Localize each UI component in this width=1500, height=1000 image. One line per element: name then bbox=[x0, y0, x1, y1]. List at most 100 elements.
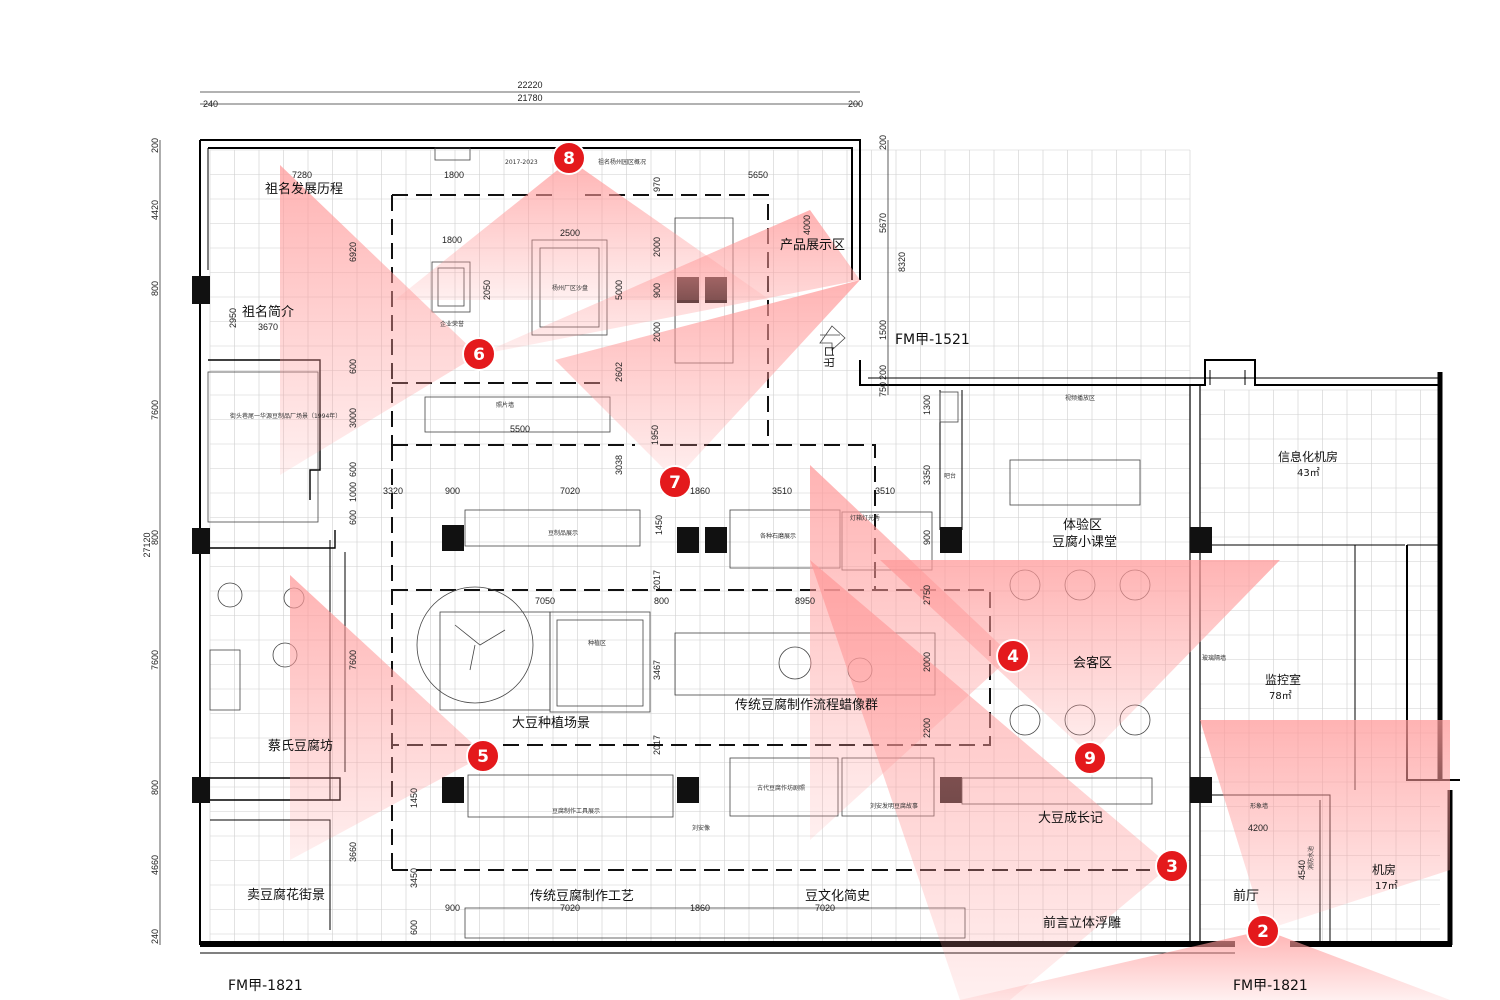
label-seed-area: 种植区 bbox=[588, 639, 606, 647]
viewpoint-marker-8: 8 bbox=[552, 141, 586, 175]
marker-number: 7 bbox=[669, 473, 681, 493]
dim-3038: 3038 bbox=[614, 455, 624, 475]
marker-number: 5 bbox=[477, 747, 489, 767]
dim-900a: 900 bbox=[652, 283, 662, 298]
label-water: 消防水池 bbox=[1307, 846, 1315, 870]
label-soy-products: 豆制品展示 bbox=[548, 529, 578, 537]
dim-5000: 5000 bbox=[614, 280, 624, 300]
dim-3450: 3450 bbox=[409, 868, 419, 888]
dim-right-5: 750 bbox=[878, 382, 888, 397]
room-monitor: 监控室 bbox=[1265, 672, 1301, 687]
dim-top-left: 240 bbox=[203, 99, 218, 109]
dim-right-2: 8320 bbox=[897, 252, 907, 272]
marker-circle bbox=[462, 337, 496, 371]
room-soy-growth: 大豆成长记 bbox=[1038, 811, 1103, 826]
viewpoint-marker-5: 5 bbox=[466, 739, 500, 773]
dim-800: 800 bbox=[654, 596, 669, 606]
viewpoint-markers: 2 3 4 5 6 7 8 9 bbox=[462, 141, 1280, 948]
marker-circle bbox=[658, 465, 692, 499]
marker-number: 3 bbox=[1166, 857, 1178, 877]
room-cai-tofu: 蔡氏豆腐坊 bbox=[268, 739, 333, 754]
label-wall-cab: 形象墙 bbox=[1250, 802, 1268, 810]
dim-3670: 3670 bbox=[258, 322, 278, 332]
dim-left-5: 7600 bbox=[150, 650, 160, 670]
room-soy-planting: 大豆种植场景 bbox=[512, 716, 590, 731]
dim-7600: 7600 bbox=[348, 650, 358, 670]
dim-2000c: 2000 bbox=[922, 652, 932, 672]
room-monitor-area: 78㎡ bbox=[1269, 690, 1292, 702]
marker-number: 2 bbox=[1257, 922, 1269, 942]
label-liu-an: 刘安像 bbox=[692, 824, 710, 832]
dim-3467: 3467 bbox=[652, 660, 662, 680]
dim-5500: 5500 bbox=[510, 424, 530, 434]
label-sandtable: 杨州厂区沙盘 bbox=[552, 284, 588, 292]
dimension-lines: 22220 21780 240 200 27120 200 4420 800 7… bbox=[142, 80, 1307, 945]
small-labels: 2017-2023 祖名杨州园区概况 杨州厂区沙盘 企业荣誉 照片墙 街头巷尾一… bbox=[230, 158, 1315, 870]
marker-circle bbox=[1155, 849, 1189, 883]
label-liu-an-story: 刘安发明豆腐故事 bbox=[870, 802, 918, 810]
marker-circle bbox=[1246, 914, 1280, 948]
door-top-label: FM甲-1521 bbox=[895, 332, 970, 348]
room-it-area: 43㎡ bbox=[1297, 467, 1320, 479]
dim-1450b: 1450 bbox=[409, 788, 419, 808]
dim-3000: 3000 bbox=[348, 408, 358, 428]
dim-right-4: 200 bbox=[878, 365, 888, 380]
dim-1860b: 1860 bbox=[690, 903, 710, 913]
dim-2950: 2950 bbox=[228, 308, 238, 328]
label-overview: 祖名杨州园区概况 bbox=[598, 158, 646, 166]
dim-3660: 3660 bbox=[348, 842, 358, 862]
dim-2750: 2750 bbox=[922, 585, 932, 605]
dim-3350: 3350 bbox=[922, 465, 932, 485]
view-cones bbox=[280, 160, 1450, 1000]
room-zuming-intro: 祖名简介 bbox=[242, 304, 294, 320]
dim-7020b: 7020 bbox=[560, 903, 580, 913]
label-honor: 企业荣誉 bbox=[440, 320, 464, 328]
dim-right-0: 200 bbox=[878, 135, 888, 150]
label-stone-mill: 各种石磨展示 bbox=[760, 532, 796, 540]
dim-1950: 1950 bbox=[650, 425, 660, 445]
dim-6920: 6920 bbox=[348, 242, 358, 262]
dim-1450a: 1450 bbox=[654, 515, 664, 535]
room-craft: 传统豆腐制作工艺 bbox=[530, 889, 634, 904]
dim-600d: 600 bbox=[409, 920, 419, 935]
dim-left-8: 240 bbox=[150, 929, 160, 944]
dim-2017a: 2017 bbox=[652, 570, 662, 590]
dim-3510a: 3510 bbox=[772, 486, 792, 496]
dim-900d: 900 bbox=[445, 903, 460, 913]
dim-4000: 4000 bbox=[802, 215, 812, 235]
dim-600a: 600 bbox=[348, 359, 358, 374]
dim-1800a: 1800 bbox=[444, 170, 464, 180]
dim-left-7: 4660 bbox=[150, 855, 160, 875]
room-experience: 体验区 bbox=[1063, 517, 1102, 533]
marker-number: 4 bbox=[1007, 647, 1019, 667]
marker-circle bbox=[466, 739, 500, 773]
viewpoint-marker-9: 9 bbox=[1073, 741, 1107, 775]
room-reception: 会客区 bbox=[1073, 655, 1112, 671]
label-ancient-mill: 古代豆腐作坊剧照 bbox=[757, 784, 805, 792]
dim-1000: 1000 bbox=[348, 482, 358, 502]
dim-2602: 2602 bbox=[614, 362, 624, 382]
dim-left-total: 27120 bbox=[142, 532, 152, 557]
room-product-area: 产品展示区 bbox=[780, 238, 845, 253]
label-years: 2017-2023 bbox=[505, 159, 538, 166]
marker-number: 6 bbox=[473, 345, 485, 365]
room-it: 信息化机房 bbox=[1278, 449, 1338, 464]
dim-2000b: 2000 bbox=[652, 322, 662, 342]
label-street-scene: 街头巷尾一华源豆制品厂场景（1994年） bbox=[230, 412, 341, 420]
dim-2200: 2200 bbox=[922, 718, 932, 738]
viewpoint-marker-2: 2 bbox=[1246, 914, 1280, 948]
exit-label: 出口 bbox=[822, 346, 836, 368]
room-zuming-history: 祖名发展历程 bbox=[265, 181, 343, 197]
dim-right-1: 5670 bbox=[878, 213, 888, 233]
dim-left-3: 7600 bbox=[150, 400, 160, 420]
dim-600b: 600 bbox=[348, 462, 358, 477]
dim-2017b: 2017 bbox=[652, 735, 662, 755]
room-labels: 祖名发展历程 祖名简介 产品展示区 蔡氏豆腐坊 卖豆腐花街景 大豆种植场景 传统… bbox=[228, 181, 1398, 994]
label-lamp: 灯箱灯光秀 bbox=[850, 514, 880, 522]
viewpoint-marker-4: 4 bbox=[996, 639, 1030, 673]
dim-right-3: 1500 bbox=[878, 320, 888, 340]
dim-top-right: 200 bbox=[848, 99, 863, 109]
dim-2500: 2500 bbox=[560, 228, 580, 238]
dim-3510b: 3510 bbox=[875, 486, 895, 496]
